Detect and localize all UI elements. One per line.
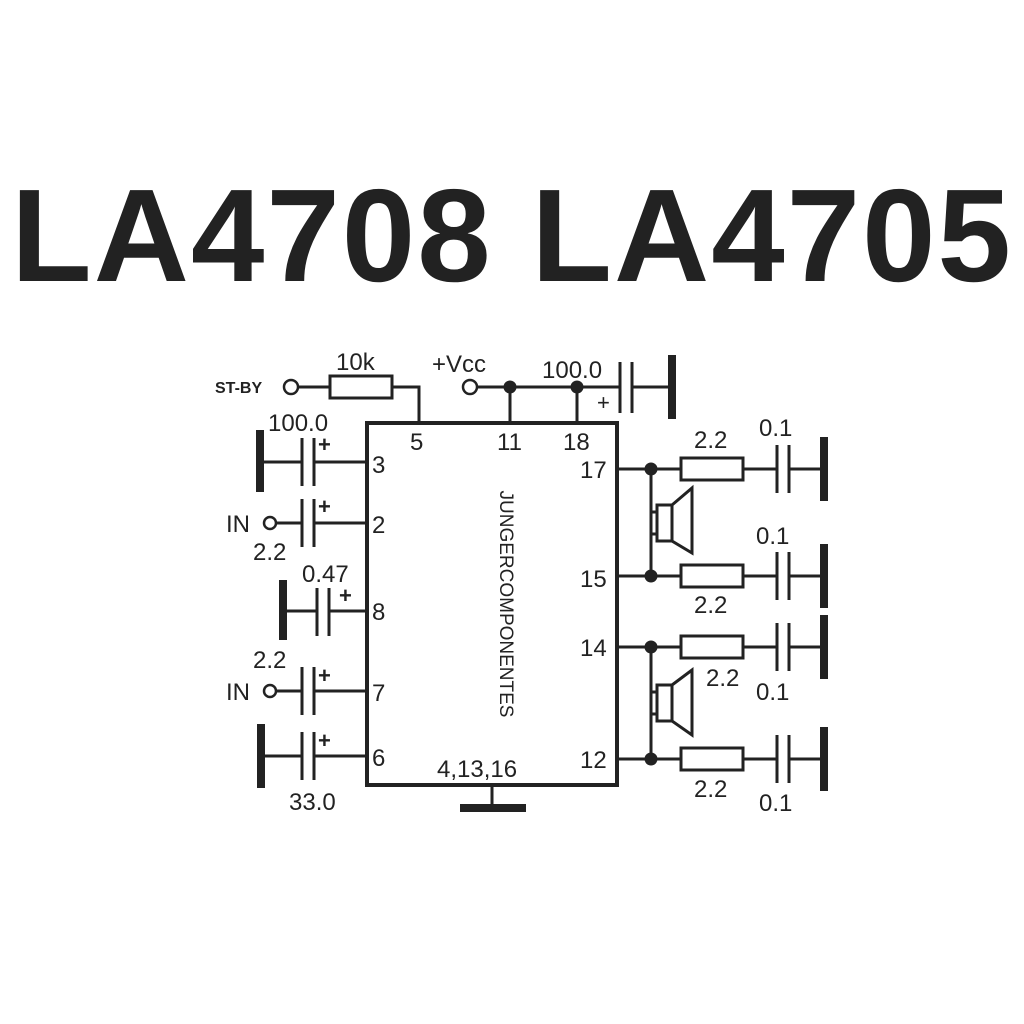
- pin-2-label: 2: [372, 512, 385, 539]
- resistor-17: [679, 456, 745, 482]
- page-title: LA4708 LA4705: [11, 162, 1013, 309]
- resistor-15: [679, 563, 745, 589]
- input-1-label: IN: [226, 511, 250, 538]
- pin-5-label: 5: [410, 429, 423, 456]
- c2-label: 2.2: [253, 539, 286, 566]
- pin-15-label: 15: [580, 566, 607, 593]
- resistor-10k: [328, 374, 394, 400]
- c12-label: 0.1: [759, 790, 792, 817]
- pin-8-label: 8: [372, 599, 385, 626]
- vcc-terminal[interactable]: [461, 378, 479, 396]
- stby-label: ST-BY: [215, 380, 262, 397]
- input-2-terminal[interactable]: [262, 683, 278, 699]
- resistor-12: [679, 746, 745, 772]
- pin-18-label: 18: [563, 429, 590, 456]
- r17-label: 2.2: [694, 427, 727, 454]
- c17-label: 0.1: [759, 415, 792, 442]
- c-vcc-plus: +: [597, 390, 610, 415]
- c6-plus: +: [318, 728, 331, 753]
- speaker-2-icon: [655, 667, 694, 738]
- pin-3-label: 3: [372, 452, 385, 479]
- c3-label: 100.0: [268, 410, 328, 437]
- resistor-10k-label: 10k: [336, 349, 376, 376]
- input-2-label: IN: [226, 679, 250, 706]
- c7-label: 2.2: [253, 647, 286, 674]
- pin-17-label: 17: [580, 457, 607, 484]
- c8-plus: +: [339, 583, 352, 608]
- pin-12-label: 12: [580, 747, 607, 774]
- c15-label: 0.1: [756, 523, 789, 550]
- r14-label: 2.2: [706, 665, 739, 692]
- c3-plus: +: [318, 432, 331, 457]
- r12-label: 2.2: [694, 776, 727, 803]
- c14-label: 0.1: [756, 679, 789, 706]
- c6-label: 33.0: [289, 789, 336, 816]
- r15-label: 2.2: [694, 592, 727, 619]
- stby-terminal[interactable]: [282, 378, 300, 396]
- c-vcc-label: 100.0: [542, 357, 602, 384]
- ground-pins-label: 4,13,16: [437, 756, 517, 783]
- pin-14-label: 14: [580, 635, 607, 662]
- pin-11-label: 11: [497, 429, 522, 456]
- c2-plus: +: [318, 494, 331, 519]
- ic-watermark: JUNGERCOMPONENTES: [495, 491, 516, 718]
- pin-6-label: 6: [372, 745, 385, 772]
- speaker-1-icon: [655, 484, 694, 556]
- c8-label: 0.47: [302, 561, 349, 588]
- input-1-terminal[interactable]: [262, 515, 278, 531]
- resistor-14: [679, 634, 745, 660]
- pin-7-label: 7: [372, 680, 385, 707]
- vcc-label: +Vcc: [432, 351, 486, 378]
- c7-plus: +: [318, 663, 331, 688]
